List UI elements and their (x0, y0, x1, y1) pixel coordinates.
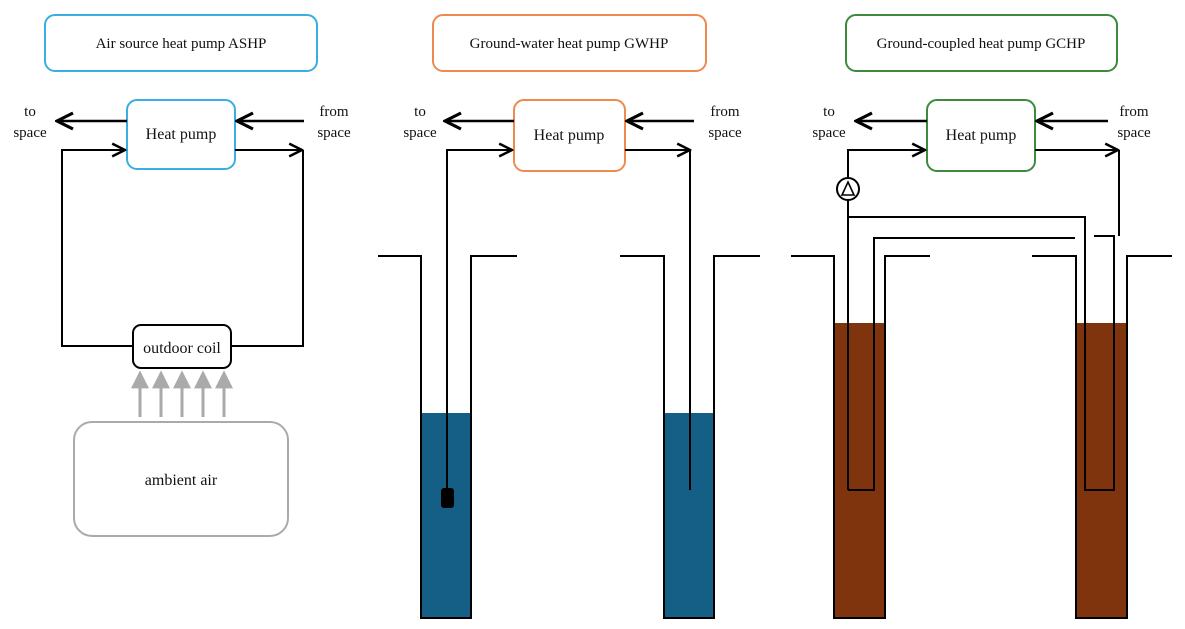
gchp-heat-pump-label: Heat pump (946, 127, 1017, 144)
gwhp-heat-pump-box (513, 99, 626, 172)
ashp-return-pipe-down (231, 150, 304, 347)
gchp-loop-pipe (848, 237, 1075, 491)
gwhp-title: Ground-water heat pump GWHP (470, 36, 669, 52)
gwhp-from-space-label: space (708, 125, 742, 141)
gchp-panel: Ground-coupled heat pump GCHP Heat pump … (791, 14, 1172, 619)
ashp-from-label: from (319, 104, 348, 120)
ashp-ambient-air-box (73, 421, 289, 537)
ashp-panel: Air source heat pump ASHP Heat pump to s… (13, 14, 351, 537)
ashp-ambient-air-label: ambient air (145, 472, 218, 489)
gchp-borehole1-soil (834, 323, 885, 618)
ashp-to-space-label: space (13, 125, 47, 141)
gchp-supply-pipe-upper (847, 150, 925, 177)
gwhp-well2-outline (620, 255, 760, 619)
gchp-borehole1-outline (791, 255, 930, 619)
gwhp-submersible-pump (441, 488, 454, 508)
gchp-title: Ground-coupled heat pump GCHP (877, 36, 1086, 52)
gchp-heat-pump-box (926, 99, 1036, 172)
ashp-heat-pump-label: Heat pump (146, 126, 217, 143)
gchp-loop-pipe (848, 216, 1115, 491)
ashp-to-label: to (24, 104, 36, 120)
gchp-borehole2-outline (1032, 255, 1172, 619)
ashp-outdoor-coil-label: outdoor coil (143, 340, 221, 357)
ashp-outdoor-coil-box (132, 324, 232, 369)
gchp-from-label: from (1119, 104, 1148, 120)
gwhp-to-label: to (414, 104, 426, 120)
gchp-to-label: to (823, 104, 835, 120)
gwhp-to-space-label: space (403, 125, 437, 141)
ashp-from-space-label: space (317, 125, 351, 141)
gchp-to-space-label: space (812, 125, 846, 141)
ashp-airflow-arrows (131, 370, 233, 417)
gwhp-panel: Ground-water heat pump GWHP Heat pump to… (378, 14, 760, 619)
gchp-pump-triangle-icon (840, 180, 856, 196)
gwhp-well1-outline (378, 255, 517, 619)
gchp-title-box (845, 14, 1118, 72)
ashp-supply-pipe (61, 150, 133, 347)
ashp-title-box (44, 14, 318, 72)
gwhp-heat-pump-label: Heat pump (534, 127, 605, 144)
gwhp-from-label: from (710, 104, 739, 120)
gwhp-supply-pipe (446, 150, 512, 490)
gwhp-title-box (432, 14, 707, 72)
gchp-from-space-label: space (1117, 125, 1151, 141)
ashp-title: Air source heat pump ASHP (96, 36, 267, 52)
ashp-heat-pump-box (126, 99, 236, 170)
gchp-borehole2-soil (1076, 323, 1127, 618)
